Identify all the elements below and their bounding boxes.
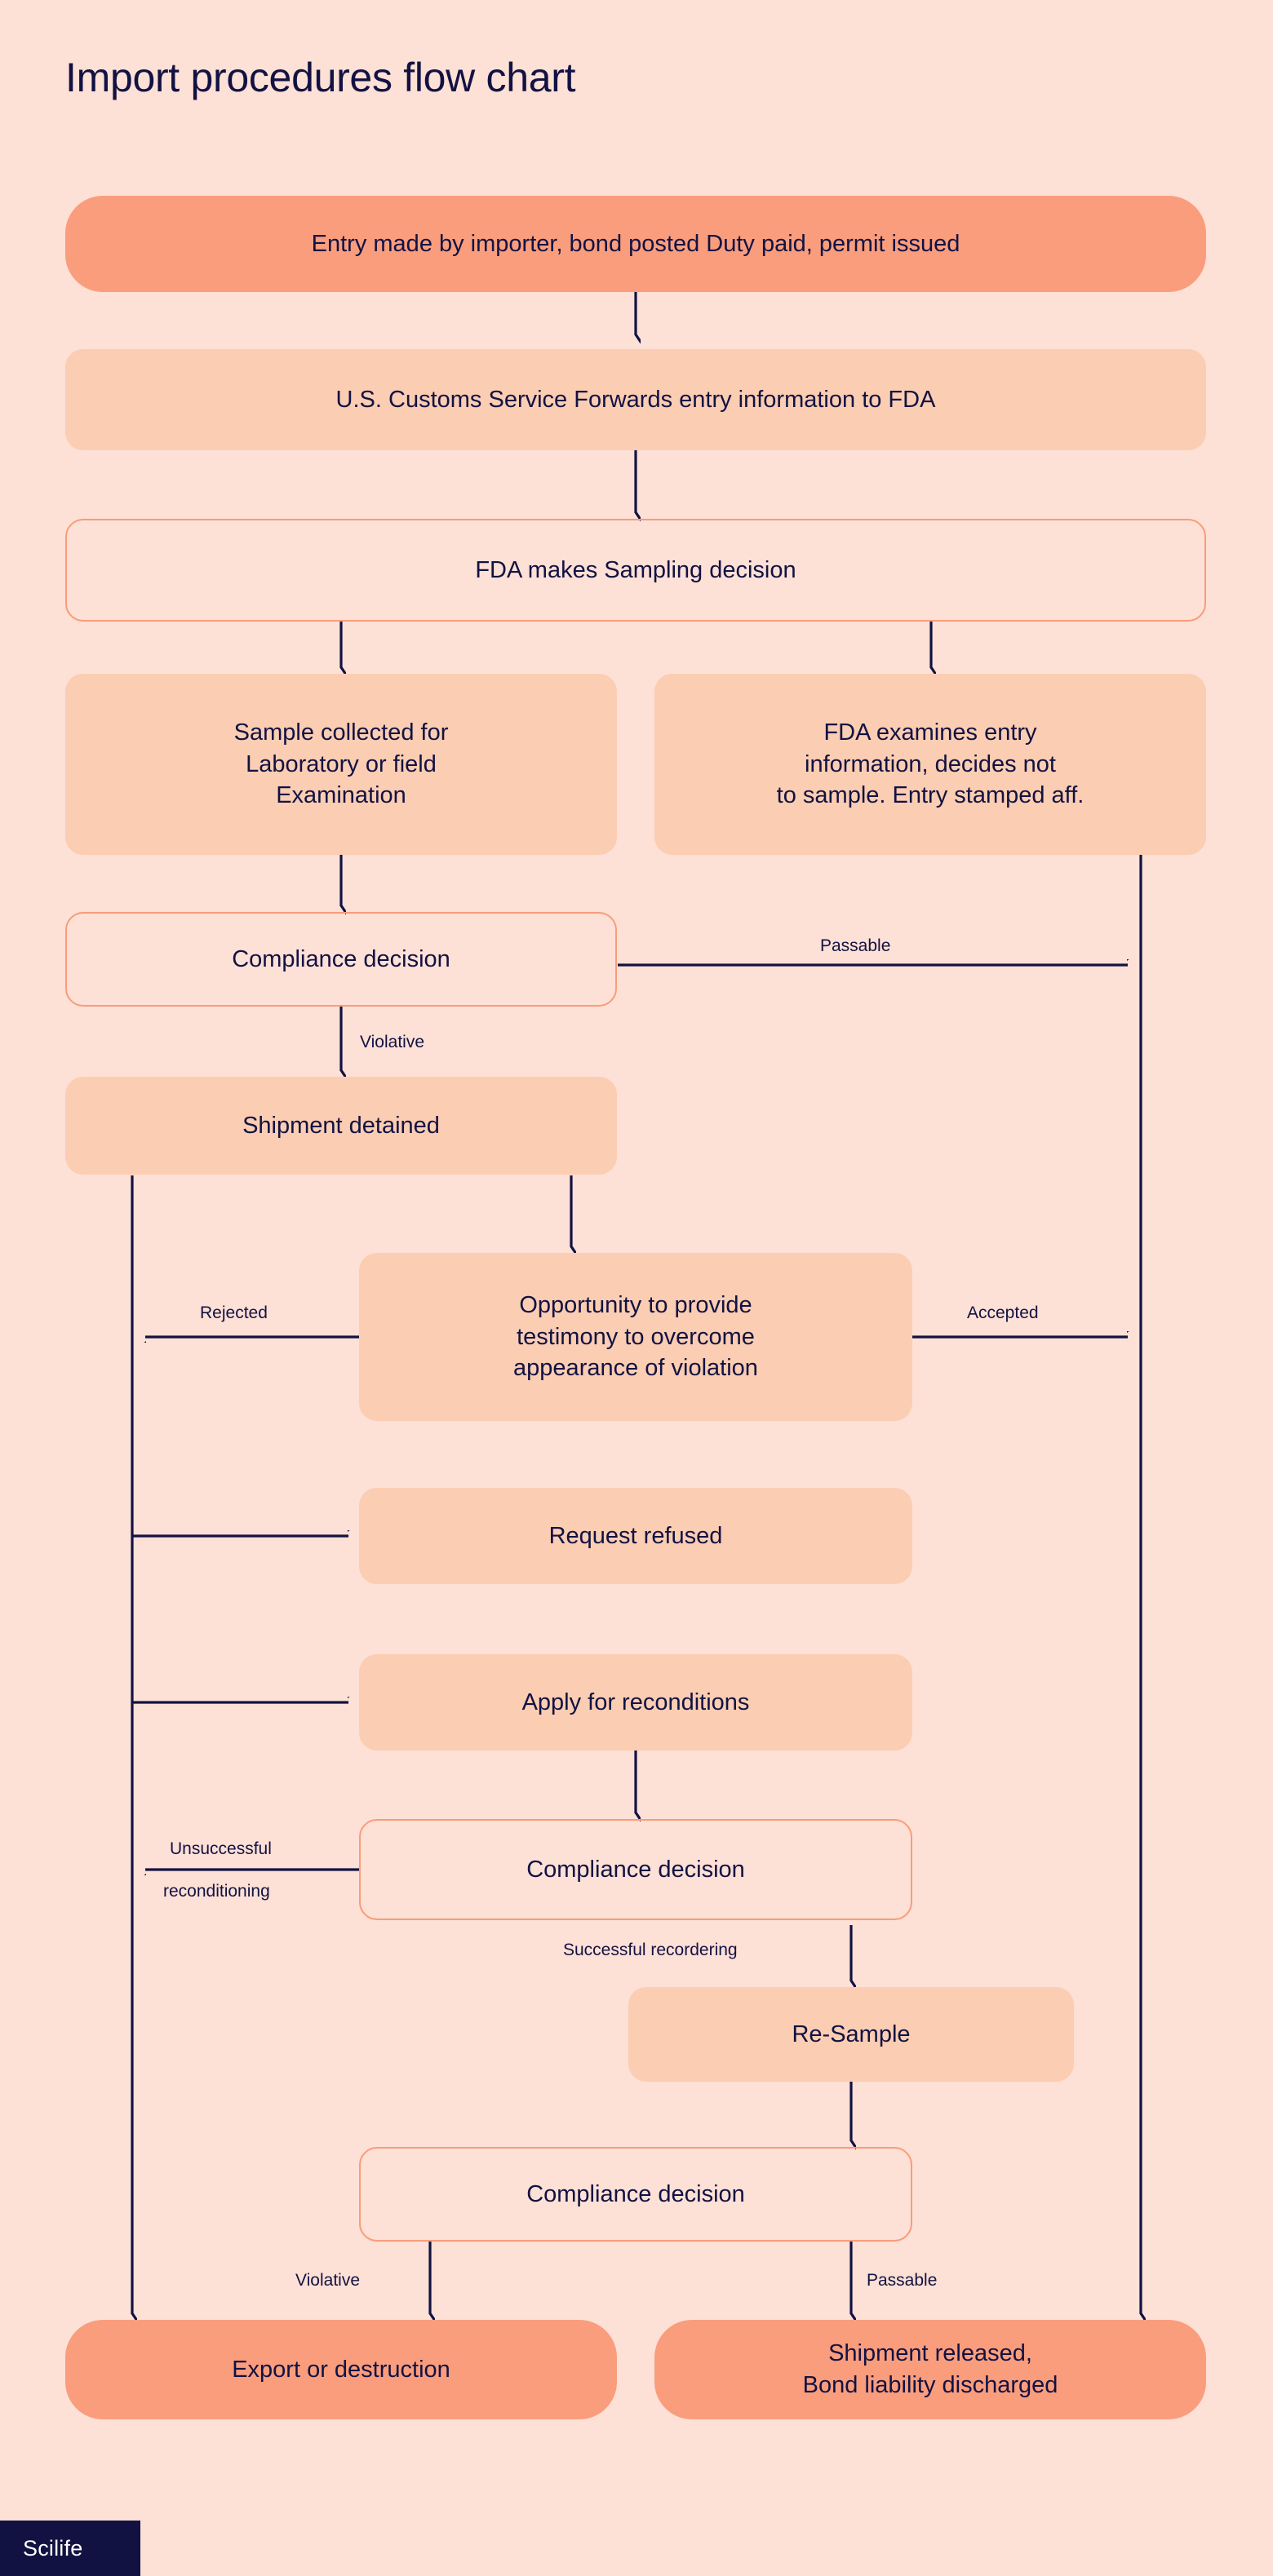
node-compliance-decision-3-label: Compliance decision <box>526 2180 745 2207</box>
node-export-destruction-label: Export or destruction <box>232 2356 450 2383</box>
edge-label-unsuccessful-line2: reconditioning <box>163 1882 270 1901</box>
node-testimony[interactable]: Opportunity to provide testimony to over… <box>359 1253 912 1421</box>
node-sample-collected[interactable]: Sample collected for Laboratory or field… <box>65 674 617 855</box>
node-apply-reconditions-label: Apply for reconditions <box>521 1689 750 1715</box>
node-resample-label: Re-Sample <box>792 2021 911 2047</box>
node-shipment-released-label: Shipment released, Bond liability discha… <box>802 2340 1058 2398</box>
node-apply-reconditions[interactable]: Apply for reconditions <box>359 1654 912 1751</box>
node-export-destruction[interactable]: Export or destruction <box>65 2320 617 2419</box>
node-sample-collected-label: Sample collected for Laboratory or field… <box>233 719 449 809</box>
node-request-refused-label: Request refused <box>548 1522 723 1549</box>
node-sampling-decision[interactable]: FDA makes Sampling decision <box>65 519 1206 622</box>
node-compliance-decision-2[interactable]: Compliance decision <box>359 1819 912 1920</box>
edge-label-accepted: Accepted <box>967 1303 1039 1322</box>
scilife-logo-text: Scilife <box>23 2535 83 2561</box>
edge-label-rejected: Rejected <box>200 1303 268 1322</box>
page-title: Import procedures flow chart <box>65 55 576 100</box>
edge-label-successful-recordering: Successful recordering <box>563 1941 738 1959</box>
node-no-sample[interactable]: FDA examines entry information, decides … <box>654 674 1206 855</box>
node-compliance-decision-2-label: Compliance decision <box>526 1856 745 1883</box>
node-testimony-label: Opportunity to provide testimony to over… <box>513 1292 758 1382</box>
node-shipment-detained[interactable]: Shipment detained <box>65 1077 617 1175</box>
node-resample[interactable]: Re-Sample <box>628 1987 1074 2082</box>
node-entry-label: Entry made by importer, bond posted Duty… <box>311 230 960 257</box>
node-no-sample-label: FDA examines entry information, decides … <box>776 719 1084 809</box>
edge-label-violative-top: Violative <box>360 1033 424 1051</box>
node-customs[interactable]: U.S. Customs Service Forwards entry info… <box>65 349 1206 450</box>
node-entry[interactable]: Entry made by importer, bond posted Duty… <box>65 196 1206 292</box>
node-shipment-released[interactable]: Shipment released, Bond liability discha… <box>654 2320 1206 2419</box>
node-compliance-decision-1-label: Compliance decision <box>232 945 450 972</box>
scilife-logo-badge: Scilife <box>0 2521 140 2576</box>
node-shipment-detained-label: Shipment detained <box>242 1112 440 1139</box>
edge-label-passable-top: Passable <box>820 936 891 955</box>
node-compliance-decision-1[interactable]: Compliance decision <box>65 912 617 1007</box>
edge-label-unsuccessful-line1: Unsuccessful <box>170 1839 272 1858</box>
edge-label-passable-bottom: Passable <box>867 2271 938 2290</box>
node-sampling-decision-label: FDA makes Sampling decision <box>475 556 796 583</box>
node-compliance-decision-3[interactable]: Compliance decision <box>359 2147 912 2242</box>
node-request-refused[interactable]: Request refused <box>359 1488 912 1584</box>
edge-label-violative-bottom: Violative <box>295 2271 360 2290</box>
node-customs-label: U.S. Customs Service Forwards entry info… <box>335 386 936 413</box>
